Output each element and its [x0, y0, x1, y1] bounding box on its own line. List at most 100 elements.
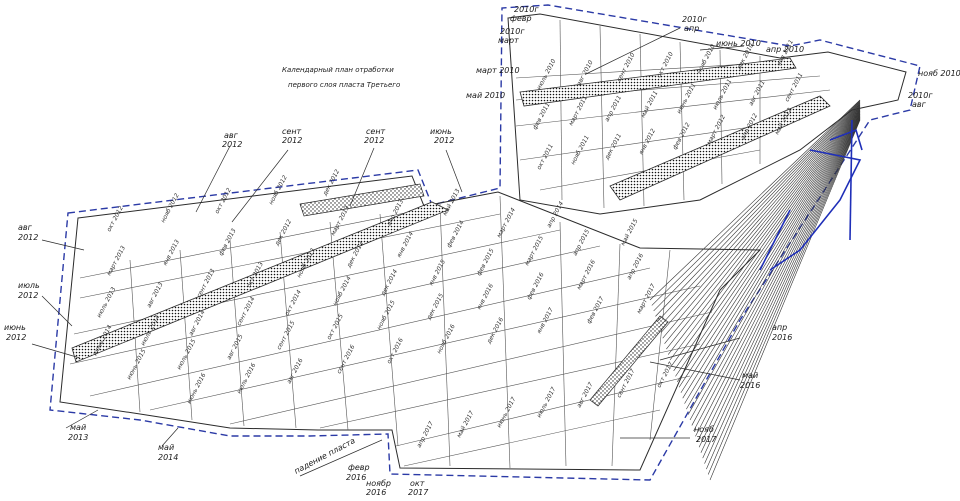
cell-label: июль 2011 — [712, 78, 734, 111]
cell-label: авг 2011 — [748, 79, 767, 107]
fan-line — [653, 101, 861, 312]
fan-lines — [649, 99, 861, 481]
callout-may2016: май — [742, 371, 758, 380]
cell-label: март 2015 — [524, 235, 546, 267]
cell-label: янв 2016 — [476, 283, 496, 311]
cell-label: дек 2014 — [379, 268, 399, 298]
fan-line — [706, 118, 861, 470]
fan-line — [673, 107, 861, 372]
callout-okt2017-year: 2017 — [408, 488, 429, 497]
callout-fevr2010: 2010г — [514, 5, 539, 14]
main-panel-outline — [59, 175, 762, 471]
fan-line — [691, 113, 861, 426]
callout-fevr2016-year: 2016 — [346, 473, 366, 482]
field-boundary — [49, 4, 921, 481]
cell-label: фев 2015 — [476, 247, 496, 277]
cell-label: фев 2017 — [586, 295, 606, 325]
cell-label: сент 2015 — [276, 320, 297, 351]
cell-label: сент 2011 — [784, 72, 805, 103]
fan-line — [669, 106, 861, 361]
callout-fevr2010-month: февр — [510, 14, 532, 23]
cell-label: янв 2012 — [638, 128, 658, 156]
callout-apr2010: 2010г — [682, 15, 707, 24]
cell-label: авг 2013 — [146, 281, 165, 309]
callout-noyab2010: нояб 2010 — [918, 69, 960, 78]
cell-label: июль 2017 — [536, 386, 558, 419]
fan-line — [698, 116, 861, 448]
callout-noyab2017-year: 2017 — [696, 435, 717, 444]
fan-line — [658, 102, 861, 328]
callout-iyun2012-top: июнь — [430, 127, 452, 136]
cell-label: дек 2012 — [321, 168, 341, 198]
cell-label: авг 2015 — [226, 333, 245, 361]
callout-iyul2012: июль — [18, 281, 40, 290]
callout-may2013-year: 2013 — [68, 433, 88, 442]
cell-label: нояб 2012 — [160, 192, 181, 224]
cell-label: май 2017 — [456, 410, 476, 439]
callout-sent2012-b-year: 2012 — [364, 136, 384, 145]
callout-mart2010b: март 2010 — [476, 66, 520, 75]
callout-apr2010-month: апр — [684, 24, 699, 33]
shaft-workings — [759, 119, 863, 271]
callout-apr2010b: апр 2010 — [766, 45, 804, 54]
cell-label: янв 2013 — [162, 239, 182, 267]
cell-label: авг 2016 — [286, 357, 305, 385]
callout-avg2012-left-year: 2012 — [18, 233, 38, 242]
fan-line — [651, 100, 861, 306]
callout-fevr2016: февр — [348, 463, 370, 472]
fan-line — [707, 119, 861, 475]
fan-line — [671, 107, 861, 366]
callout-may2010: май 2010 — [466, 91, 505, 100]
callout-mart2010: 2010г — [500, 27, 525, 36]
fan-line — [667, 105, 861, 355]
cell-label: сент 2016 — [336, 344, 357, 375]
fan-line — [693, 114, 861, 432]
cell-label: фев 2016 — [526, 271, 546, 301]
cell-label: окт 2016 — [386, 337, 405, 365]
callout-okt2017: окт — [410, 479, 425, 488]
callout-noyab2017: нояб — [694, 425, 714, 434]
cell-label: апр 2011 — [604, 94, 624, 123]
cell-label: апр 2017 — [416, 420, 436, 449]
callout-iyun2010: июнь 2010 — [716, 39, 761, 48]
callout-sent2012-a-year: 2012 — [282, 136, 302, 145]
cell-label: сент 2014 — [236, 296, 257, 327]
cell-label: дек 2012 — [273, 218, 293, 248]
fan-line — [697, 115, 861, 442]
callout-may2013: май — [70, 423, 86, 432]
callout-iyun2012-left-year: 2012 — [6, 333, 26, 342]
pillar-strip-top — [299, 183, 425, 217]
callout-sent2012-b: сент — [366, 127, 386, 136]
cell-label: май 2015 — [620, 218, 640, 247]
cell-label: нояб 2015 — [376, 299, 397, 331]
fan-line — [687, 112, 861, 415]
plan-title-line2: первого слоя пласта Третьего — [288, 81, 400, 89]
fan-line — [664, 104, 861, 344]
fan-line — [678, 109, 861, 388]
cell-label: июнь 2017 — [496, 396, 518, 429]
cell-label: июль 2010 — [536, 58, 558, 91]
cell-label: фев 2011 — [532, 102, 552, 131]
safety-pillar-upper — [519, 57, 797, 107]
safety-pillar-diagonal — [609, 95, 831, 201]
callout-avg2012-top-year: 2012 — [222, 140, 242, 149]
fan-line — [695, 115, 861, 437]
callout-may2014: май — [158, 443, 174, 452]
cell-label: март 2013 — [106, 245, 128, 277]
callout-avg2012-left: авг — [18, 223, 33, 232]
cell-label: март 2017 — [636, 283, 658, 315]
cell-label: янв 2017 — [536, 307, 556, 335]
callout-mart2010-month: март — [498, 36, 519, 45]
cell-label: нояб 2016 — [436, 323, 457, 355]
callout-noyab2016-year: 2016 — [366, 488, 386, 497]
callout-labels: авг 2012 сент 2012 сент 2012 июнь 2012 а… — [4, 5, 960, 497]
fan-line — [660, 103, 861, 333]
safety-pillar-lower — [71, 201, 449, 363]
cell-label: июнь 2015 — [126, 348, 148, 381]
fan-line — [700, 116, 861, 453]
cell-label: окт 2011 — [536, 143, 555, 171]
fan-line — [666, 105, 861, 350]
